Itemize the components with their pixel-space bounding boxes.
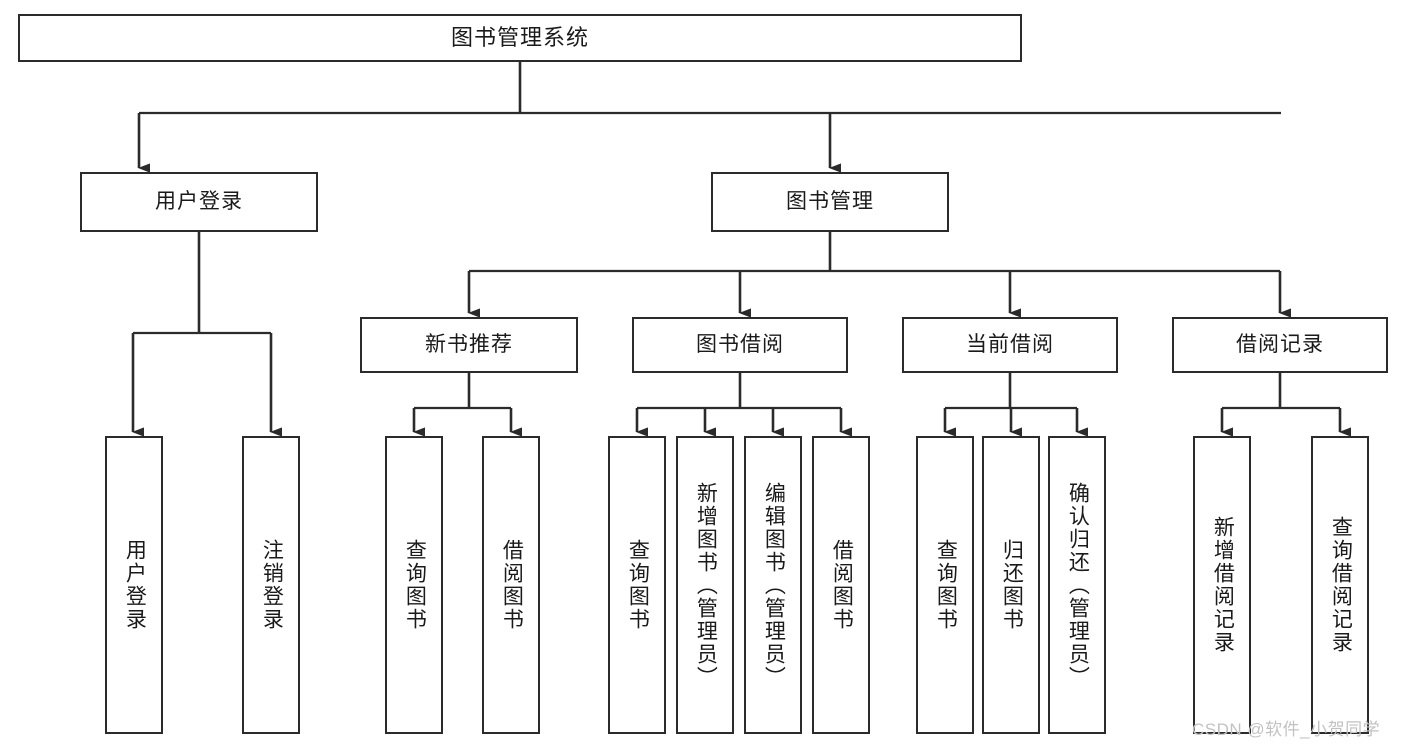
leaf-user-logout[interactable]: 注销登录 bbox=[242, 436, 300, 734]
node-book-management[interactable]: 图书管理 bbox=[711, 172, 949, 232]
csdn-watermark: CSDN @软件_小贺同学 bbox=[1192, 720, 1381, 739]
leaf-add-record[interactable]: 新增借阅记录 bbox=[1193, 436, 1251, 734]
leaf-query-book-2[interactable]: 查询图书 bbox=[608, 436, 666, 734]
leaf-query-book-3[interactable]: 查询图书 bbox=[916, 436, 974, 734]
leaf-query-record[interactable]: 查询借阅记录 bbox=[1311, 436, 1369, 734]
leaf-confirm-return[interactable]: 确认归还（管理员） bbox=[1048, 436, 1106, 734]
node-book-borrow[interactable]: 图书借阅 bbox=[632, 317, 848, 373]
leaf-user-login[interactable]: 用户登录 bbox=[105, 436, 163, 734]
node-borrow-record[interactable]: 借阅记录 bbox=[1172, 317, 1388, 373]
node-new-book-recommend[interactable]: 新书推荐 bbox=[360, 317, 578, 373]
leaf-query-book-1[interactable]: 查询图书 bbox=[385, 436, 443, 734]
node-user-login[interactable]: 用户登录 bbox=[80, 172, 318, 232]
leaf-return-book[interactable]: 归还图书 bbox=[982, 436, 1040, 734]
leaf-borrow-book-1[interactable]: 借阅图书 bbox=[482, 436, 540, 734]
leaf-edit-book[interactable]: 编辑图书（管理员） bbox=[744, 436, 802, 734]
node-current-borrow[interactable]: 当前借阅 bbox=[902, 317, 1118, 373]
leaf-add-book[interactable]: 新增图书（管理员） bbox=[676, 436, 734, 734]
node-root[interactable]: 图书管理系统 bbox=[18, 14, 1022, 62]
leaf-borrow-book-2[interactable]: 借阅图书 bbox=[812, 436, 870, 734]
